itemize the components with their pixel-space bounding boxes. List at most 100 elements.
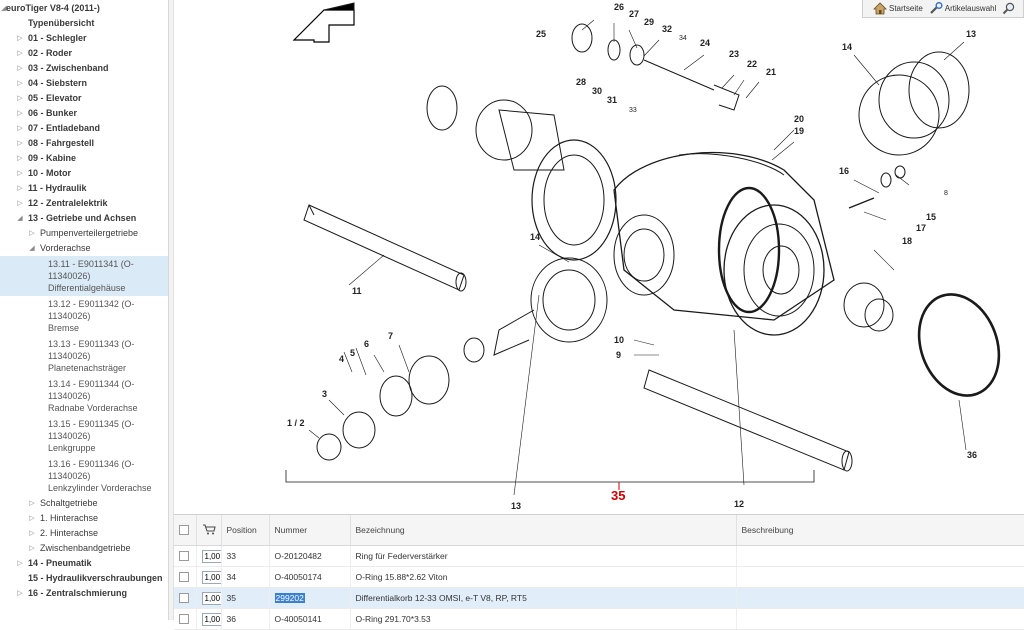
tree-leaf[interactable]: 13.15 - E9011345 (O- 11340026) Lenkgrupp… — [48, 419, 135, 453]
tree-group[interactable]: ▷14 - Pneumatik — [0, 556, 168, 571]
tree-sub-item[interactable]: ▷1. Hinterachse — [0, 511, 168, 526]
svg-text:1 / 2: 1 / 2 — [287, 418, 305, 428]
table-row[interactable]: 34 O-40050174 O-Ring 15.88*2.62 Viton — [174, 566, 1024, 588]
tree-group[interactable]: ▷05 - Elevator — [0, 91, 168, 106]
expand-icon[interactable]: ▷ — [17, 95, 23, 102]
tree-group[interactable]: ▷06 - Bunker — [0, 106, 168, 121]
tree-leaf[interactable]: 13.12 - E9011342 (O- 11340026) Bremse — [48, 299, 135, 333]
svg-text:5: 5 — [350, 348, 355, 358]
search-button[interactable] — [1002, 2, 1016, 15]
expand-icon[interactable]: ▷ — [17, 185, 23, 192]
row-checkbox[interactable] — [179, 614, 189, 625]
tree-group[interactable]: ▷03 - Zwischenband — [0, 61, 168, 76]
row-checkbox[interactable] — [179, 593, 189, 604]
sidebar-tree: ◢ euroTiger V8-4 (2011-) Typenübersicht … — [0, 0, 169, 620]
svg-text:31: 31 — [607, 95, 617, 105]
tree-group[interactable]: ▷08 - Fahrgestell — [0, 136, 168, 151]
search-icon — [1003, 2, 1015, 15]
quantity-input[interactable] — [201, 612, 220, 626]
expand-icon[interactable]: ▷ — [17, 65, 23, 72]
expand-icon[interactable]: ▷ — [17, 50, 23, 57]
start-button[interactable]: Startseite — [873, 2, 923, 15]
tree-item-overview[interactable]: Typenübersicht — [28, 18, 95, 28]
svg-text:14: 14 — [842, 42, 852, 52]
quantity-input[interactable] — [201, 591, 220, 605]
tree-group[interactable]: ▷09 - Kabine — [0, 151, 168, 166]
tree-group[interactable]: ▷16 - Zentralschmierung — [0, 586, 168, 601]
tree-sub-item[interactable]: ▷Zwischenbandgetriebe — [0, 541, 168, 556]
expand-icon[interactable]: ▷ — [17, 80, 23, 87]
svg-text:6: 6 — [364, 339, 369, 349]
tree-root[interactable]: ◢ euroTiger V8-4 (2011-) — [0, 1, 168, 16]
pane-splitter[interactable] — [169, 0, 174, 620]
svg-text:19: 19 — [794, 126, 804, 136]
svg-text:9: 9 — [616, 350, 621, 360]
cell-number: O-20120482 — [269, 545, 351, 567]
quantity-input[interactable] — [201, 549, 220, 563]
exploded-parts-diagram: 26 27 25 29 32 34 24 28 30 31 33 23 22 2… — [174, 0, 1024, 512]
column-number[interactable]: Nummer — [269, 515, 351, 546]
cell-position: 35 — [221, 587, 270, 609]
expand-icon[interactable]: ▷ — [17, 590, 23, 597]
expand-icon[interactable]: ▷ — [29, 230, 35, 237]
tree-sub-item[interactable]: ▷Pumpenverteilergetriebe — [0, 226, 168, 241]
tree-leaf[interactable]: 13.16 - E9011346 (O- 11340026) Lenkzylin… — [48, 459, 152, 493]
expand-icon[interactable]: ▷ — [17, 140, 23, 147]
expand-icon[interactable]: ▷ — [17, 35, 23, 42]
svg-text:23: 23 — [729, 49, 739, 59]
quantity-input[interactable] — [201, 570, 220, 584]
expand-icon[interactable]: ▷ — [17, 200, 23, 207]
expand-icon[interactable]: ▷ — [17, 560, 23, 567]
tree-group[interactable]: ▷10 - Motor — [0, 166, 168, 181]
table-row-selected[interactable]: 35 299202 Differentialkorb 12-33 OMSI, e… — [174, 587, 1024, 609]
expand-icon[interactable]: ▷ — [17, 110, 23, 117]
tree-group[interactable]: ▷07 - Entladeband — [0, 121, 168, 136]
collapse-icon[interactable]: ◢ — [29, 245, 35, 252]
column-name[interactable]: Bezeichnung — [350, 515, 737, 546]
group-callout[interactable]: 35 — [611, 488, 625, 503]
select-all-checkbox[interactable] — [179, 525, 189, 536]
expand-icon[interactable]: ▷ — [29, 545, 35, 552]
expand-icon[interactable]: ▷ — [29, 500, 35, 507]
tree-group[interactable]: 15 - Hydraulikverschraubungen — [28, 573, 163, 583]
tree-leaf-selected[interactable]: 13.11 - E9011341 (O- 11340026) Different… — [0, 256, 168, 296]
column-description[interactable]: Beschreibung — [736, 515, 1024, 546]
svg-text:26: 26 — [614, 2, 624, 12]
column-position[interactable]: Position — [221, 515, 270, 546]
direction-arrow-icon — [292, 9, 355, 43]
svg-text:30: 30 — [592, 86, 602, 96]
expand-icon[interactable]: ▷ — [29, 530, 35, 537]
tree-group[interactable]: ▷11 - Hydraulik — [0, 181, 168, 196]
tree-leaf[interactable]: 13.13 - E9011343 (O- 11340026) Planetena… — [48, 339, 135, 373]
expand-icon[interactable]: ▷ — [17, 155, 23, 162]
row-checkbox[interactable] — [179, 551, 189, 562]
tree-leaf[interactable]: 13.14 - E9011344 (O- 11340026) Radnabe V… — [48, 379, 138, 413]
table-row[interactable]: 36 O-40050141 O-Ring 291.70*3.53 — [174, 608, 1024, 630]
cell-number: 299202 — [269, 587, 351, 609]
highlighted-part-number[interactable]: 299202 — [274, 593, 305, 603]
svg-text:4: 4 — [339, 354, 344, 364]
tree-group[interactable]: ▷01 - Schlegler — [0, 31, 168, 46]
collapse-icon[interactable]: ◢ — [1, 5, 7, 12]
expand-icon[interactable]: ▷ — [17, 170, 23, 177]
expand-icon[interactable]: ▷ — [29, 515, 35, 522]
tree-group[interactable]: ▷12 - Zentralelektrik — [0, 196, 168, 211]
cell-name: Ring für Federverstärker — [350, 545, 737, 567]
expand-icon[interactable]: ▷ — [17, 125, 23, 132]
tree-group[interactable]: ▷04 - Siebstern — [0, 76, 168, 91]
collapse-icon[interactable]: ◢ — [17, 215, 23, 222]
svg-text:15: 15 — [926, 212, 936, 222]
tree-group-expanded[interactable]: ◢13 - Getriebe und Achsen — [0, 211, 168, 226]
table-row[interactable]: 33 O-20120482 Ring für Federverstärker — [174, 545, 1024, 567]
tree-sub-item-expanded[interactable]: ◢Vorderachse — [0, 241, 168, 256]
tree-group[interactable]: ▷02 - Roder — [0, 46, 168, 61]
row-checkbox[interactable] — [179, 572, 189, 583]
cell-name: Differentialkorb 12-33 OMSI, e-T V8, RP,… — [350, 587, 737, 609]
select-all-header[interactable] — [174, 515, 197, 546]
tree-sub-item[interactable]: ▷Schaltgetriebe — [0, 496, 168, 511]
cell-number: O-40050141 — [269, 608, 351, 630]
svg-text:10: 10 — [614, 335, 624, 345]
cell-name: O-Ring 15.88*2.62 Viton — [350, 566, 737, 588]
tree-sub-item[interactable]: ▷2. Hinterachse — [0, 526, 168, 541]
article-selection-button[interactable]: Artikelauswahl — [929, 2, 996, 15]
